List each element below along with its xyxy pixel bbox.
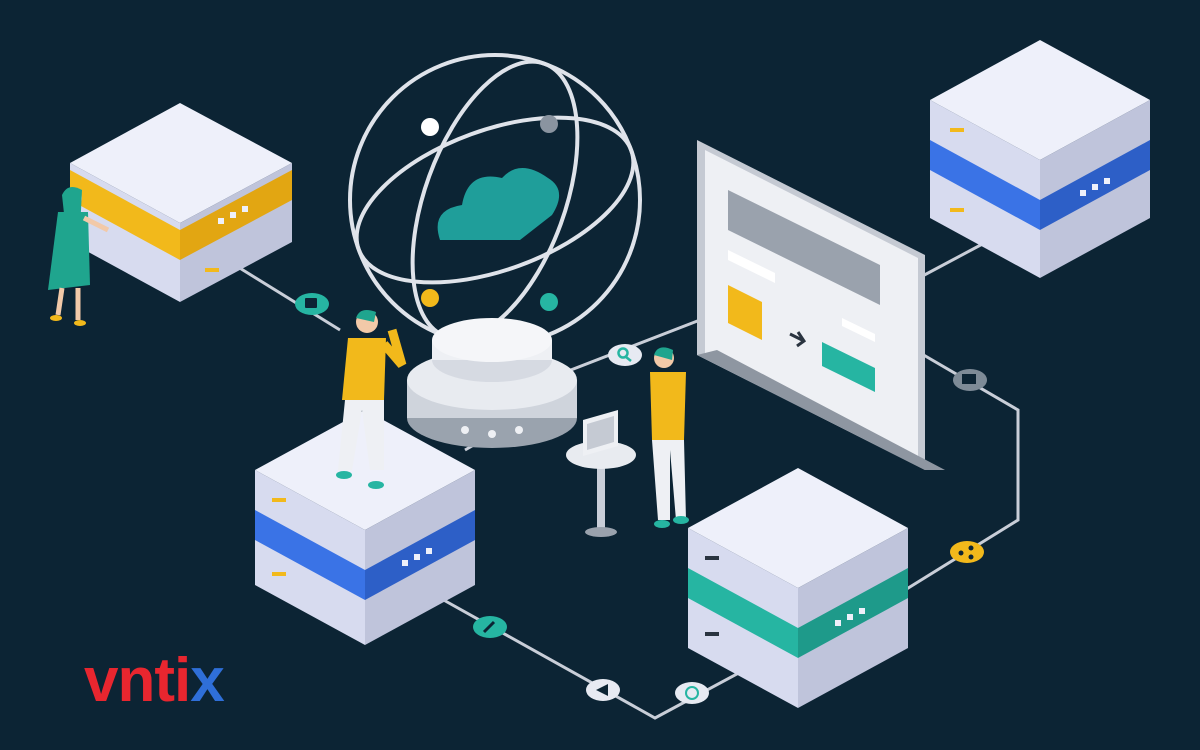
cloud-icon xyxy=(437,168,560,240)
logo-text-main: vnti xyxy=(84,646,191,715)
video-node-icon xyxy=(953,369,987,391)
arrow-right-icon xyxy=(789,331,807,348)
tool-node-icon xyxy=(473,616,507,638)
globe-node-icon xyxy=(675,682,709,704)
megaphone-node-icon xyxy=(586,679,620,701)
person-left-figure xyxy=(48,186,110,326)
person-right-figure xyxy=(650,347,689,528)
link-node-doc-icon xyxy=(295,293,329,315)
server-blue-icon xyxy=(930,40,1150,278)
desk-computer-icon xyxy=(566,410,636,537)
cloud-globe-icon xyxy=(348,53,642,347)
person-on-server-figure xyxy=(336,310,407,489)
logo-text-x: x xyxy=(190,646,224,715)
folder-icon xyxy=(728,285,762,340)
monitor-panel-icon xyxy=(697,140,945,470)
server-teal-icon xyxy=(688,468,908,708)
vntix-logo: vntix xyxy=(84,650,225,712)
share-node-icon xyxy=(950,541,984,563)
server-blue-bottom-icon xyxy=(255,410,475,645)
globe-base-icon xyxy=(407,318,577,448)
search-node-icon xyxy=(608,344,642,366)
server-yellow-icon xyxy=(70,103,292,302)
